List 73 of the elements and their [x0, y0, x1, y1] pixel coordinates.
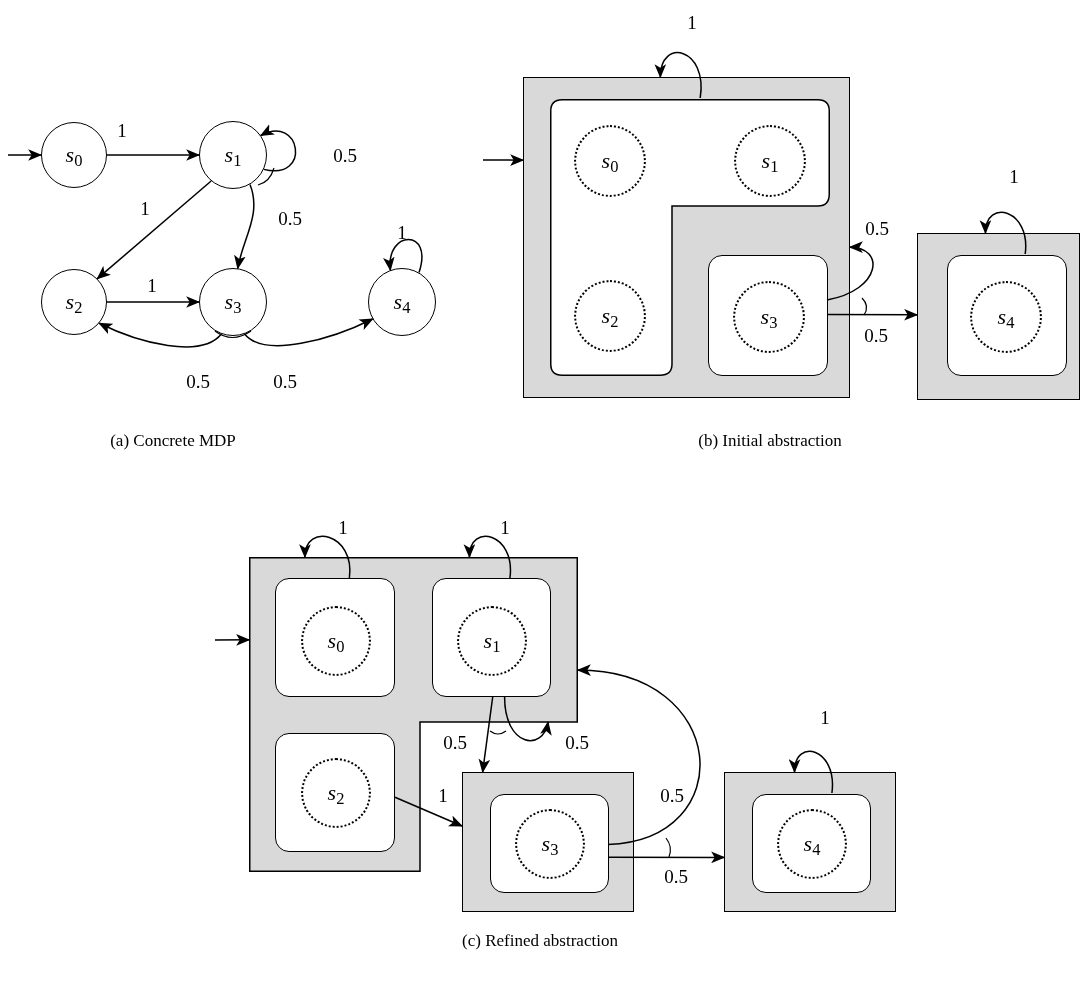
arrow: [826, 308, 919, 321]
state-label: s$_{3}$: [760, 306, 778, 328]
edge-label: 0.5: [443, 732, 467, 752]
state-label: s$_{1}$: [224, 144, 242, 166]
edge-label: 0.5: [186, 371, 210, 391]
edge-label: 1: [117, 120, 127, 140]
state-label: s$_{4}$: [803, 833, 821, 855]
state-group-box: [275, 578, 395, 697]
arrow: [655, 51, 702, 99]
state-label: s$_{3}$: [541, 833, 559, 855]
arrow: [106, 296, 201, 308]
arrow: [576, 665, 701, 846]
state-group-box: [752, 794, 871, 893]
state-label: s$_{2}$: [327, 782, 345, 804]
edge-label: 0.5: [565, 732, 589, 752]
state-group-box: [708, 255, 828, 376]
abstract-state-box: [917, 233, 1080, 400]
arrow: [106, 149, 201, 161]
subfigure-caption: (c) Refined abstraction: [462, 931, 618, 949]
state-group-region: [550, 99, 830, 376]
state-label: s$_{4}$: [997, 306, 1015, 328]
arrow: [607, 851, 726, 864]
edge-label: 0.5: [864, 325, 888, 345]
state-label: s$_{0}$: [65, 144, 83, 166]
edge-label: 0.5: [865, 218, 889, 238]
state-label: s$_{2}$: [601, 305, 619, 327]
arrow: [826, 242, 874, 301]
arrow: [465, 535, 512, 579]
arrow: [482, 154, 525, 166]
edge-label: 1: [147, 275, 157, 295]
state-label: s$_{0}$: [327, 630, 345, 652]
state-label: s$_{1}$: [483, 630, 501, 652]
arrow: [98, 322, 223, 348]
edge-label: 0.5: [664, 866, 688, 886]
edge-label: 1: [438, 785, 448, 805]
state-group-box: [432, 578, 551, 697]
edge-label: 1: [140, 198, 150, 218]
edge-label: 0.5: [660, 785, 684, 805]
arrow: [300, 535, 351, 579]
arrow: [981, 211, 1027, 255]
arrow: [259, 125, 297, 172]
edge-label: 1: [687, 12, 697, 32]
state-label: s$_{1}$: [761, 150, 779, 172]
state-label: s$_{4}$: [393, 291, 411, 313]
arrow: [503, 696, 551, 742]
arrow: [96, 180, 212, 280]
state-label: s$_{2}$: [65, 291, 83, 313]
subfigure-caption: (a) Concrete MDP: [110, 431, 236, 449]
edge-label: 0.5: [333, 145, 357, 165]
edge-label: 0.5: [273, 371, 297, 391]
subfigure-caption: (b) Initial abstraction: [698, 431, 842, 449]
arrow: [790, 750, 834, 794]
abstract-state-box: [462, 772, 634, 912]
arrow: [478, 696, 494, 774]
arrow: [7, 149, 43, 161]
edge-label: 1: [500, 517, 510, 537]
abstract-state-box: [724, 772, 896, 912]
state-group-box: [947, 255, 1067, 376]
arrow: [243, 318, 374, 347]
edge-label: 1: [397, 222, 407, 242]
state-group-box: [275, 733, 395, 852]
state-group-box: [490, 794, 609, 893]
abstract-state-box: [523, 77, 850, 398]
edge-label: 1: [820, 707, 830, 727]
state-label: s$_{0}$: [601, 150, 619, 172]
edge-label: 0.5: [278, 208, 302, 228]
arrow: [394, 796, 464, 827]
arrow: [384, 238, 423, 274]
edge-label: 1: [338, 517, 348, 537]
state-label: s$_{3}$: [224, 291, 242, 313]
arrow: [234, 183, 255, 270]
edge-label: 1: [1009, 166, 1019, 186]
arrow: [214, 634, 251, 646]
